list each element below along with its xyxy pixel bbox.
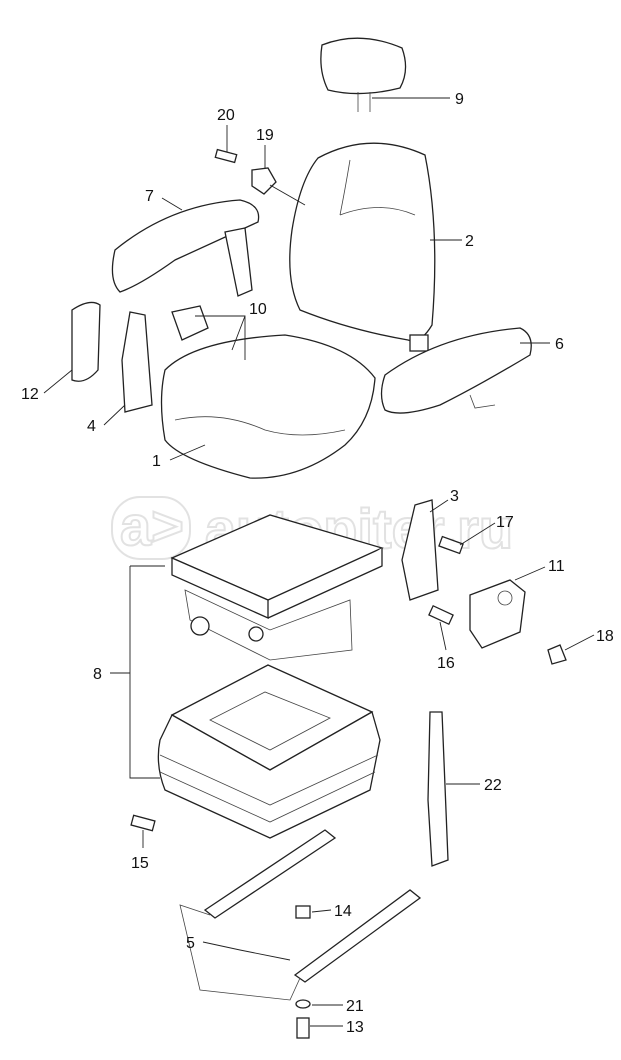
bolt-17 (438, 535, 464, 555)
callout-19: 19 (256, 127, 274, 144)
callout-6: 6 (555, 336, 564, 353)
callout-12: 12 (21, 386, 39, 403)
callout-21: 21 (346, 998, 364, 1015)
screw-18 (547, 644, 567, 665)
hinge-bracket-right (401, 499, 439, 601)
callout-7: 7 (145, 188, 154, 205)
callout-14: 14 (334, 903, 352, 920)
suspension (157, 514, 384, 839)
callout-5: 5 (186, 935, 195, 952)
callout-4: 4 (87, 418, 96, 435)
callout-11: 11 (548, 558, 565, 575)
bolt-13 (296, 1017, 310, 1039)
callout-18: 18 (596, 628, 614, 645)
bolt-20 (214, 148, 238, 164)
seat-cushion (160, 334, 376, 479)
callout-13: 13 (346, 1019, 364, 1036)
callout-22: 22 (484, 777, 502, 794)
callout-20: 20 (217, 107, 235, 124)
callout-2: 2 (465, 233, 474, 250)
side-cover-left (71, 301, 101, 382)
callout-labels: 9 20 19 7 2 10 6 12 4 1 3 17 11 8 18 16 … (21, 91, 614, 1036)
callout-16: 16 (437, 655, 455, 672)
leader-lines (43, 97, 595, 1027)
headrest (320, 37, 407, 112)
svg-text:a>: a> (120, 494, 184, 557)
callout-10: 10 (249, 301, 267, 318)
callout-17: 17 (496, 514, 514, 531)
armrest-left (111, 199, 260, 297)
knob-19 (251, 167, 277, 195)
backrest (289, 142, 436, 352)
callout-15: 15 (131, 855, 149, 872)
bolt-16 (428, 604, 454, 626)
side-cover-right (469, 579, 526, 649)
callout-3: 3 (450, 488, 459, 505)
callout-8: 8 (93, 666, 102, 683)
slide-rails (179, 829, 422, 1001)
callout-9: 9 (455, 91, 464, 108)
hinge-bracket-left (121, 311, 153, 413)
nut-14 (295, 905, 311, 919)
washer-21 (295, 999, 311, 1009)
callout-1: 1 (152, 453, 161, 470)
bolt-15 (130, 814, 156, 832)
armrest-right (380, 327, 532, 414)
strap (427, 711, 449, 867)
